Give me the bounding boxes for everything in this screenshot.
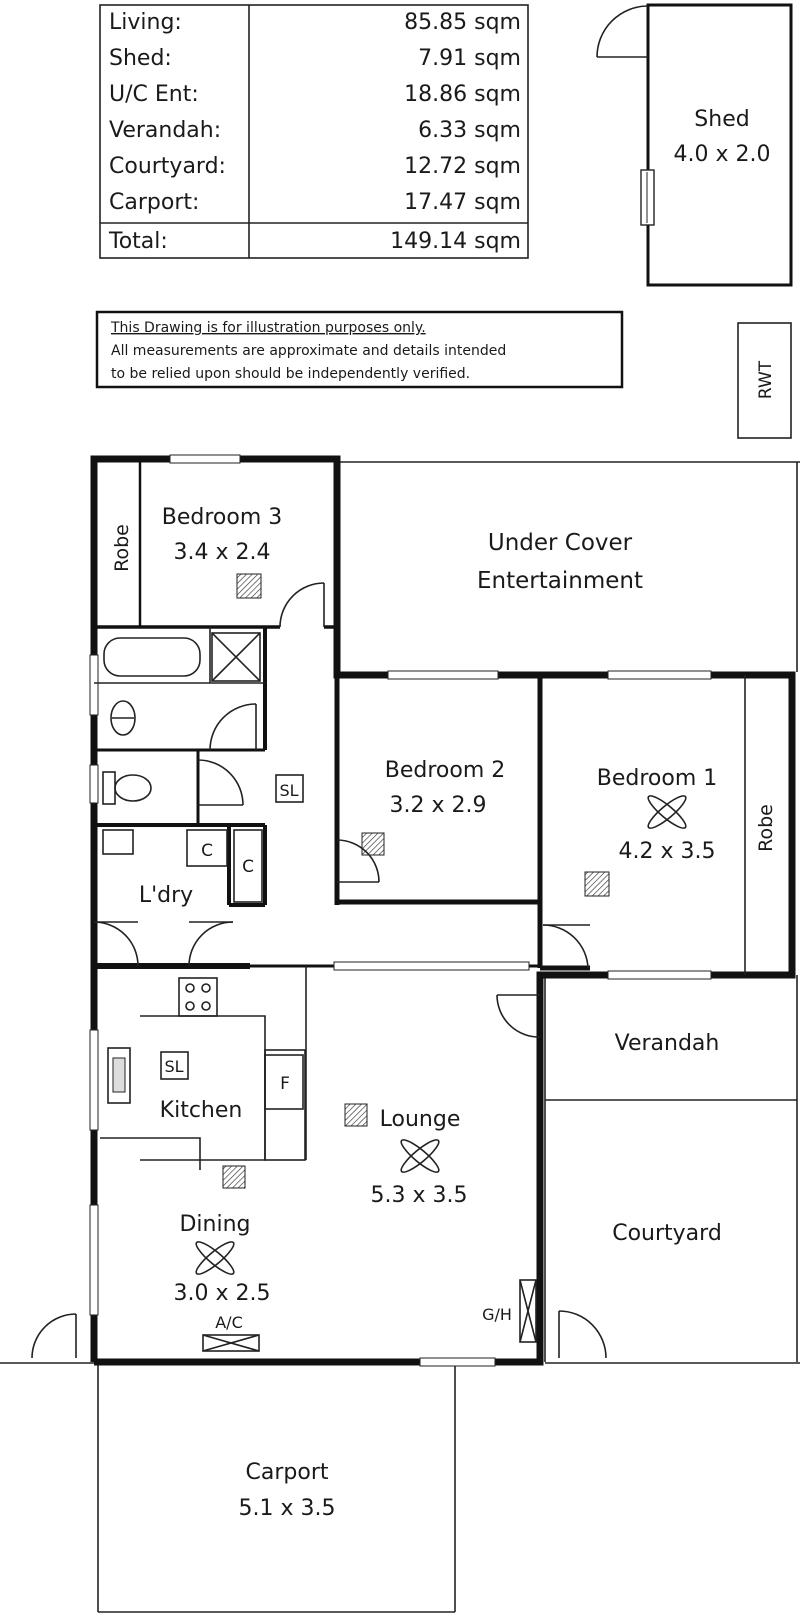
cupboard-2-label: C — [242, 857, 254, 877]
uce-label-1: Under Cover — [488, 530, 633, 556]
cupboard-1-label: C — [201, 841, 213, 861]
cupboard-2 — [233, 829, 263, 903]
cooktop — [178, 977, 218, 1017]
laundry-label: L'dry — [139, 883, 193, 908]
skylight-hall — [275, 774, 304, 803]
shed-size: 4.0 x 2.0 — [674, 142, 771, 167]
disclaimer-box: This Drawing is for illustration purpose… — [95, 310, 624, 389]
bedroom-1-size: 4.2 x 3.5 — [619, 839, 716, 864]
shower — [211, 632, 261, 682]
area-label-total: Total: — [108, 229, 168, 254]
area-value-carport: 17.47 sqm — [404, 190, 521, 215]
courtyard: Courtyard — [612, 1221, 722, 1246]
outdoor-outlines — [0, 461, 800, 1613]
skylight-kitchen — [160, 1051, 189, 1080]
area-table: Living: 85.85 sqm Shed: 7.91 sqm U/C Ent… — [99, 4, 529, 259]
ac-unit — [202, 1334, 260, 1352]
smoke-alarm-bed3 — [236, 573, 262, 599]
smoke-alarm-lounge — [344, 1103, 368, 1127]
rainwater-tank: RWT — [737, 322, 792, 439]
area-value-shed: 7.91 sqm — [418, 46, 521, 71]
bedroom-1: Robe Bedroom 1 4.2 x 3.5 — [542, 675, 777, 975]
bedroom-2-size: 3.2 x 2.9 — [390, 793, 487, 818]
dining-label: Dining — [179, 1212, 250, 1237]
bathtub — [103, 637, 201, 677]
basin — [110, 700, 136, 736]
shed-label: Shed — [694, 107, 749, 132]
gas-heater-label: G/H — [482, 1305, 512, 1324]
carport-label: Carport — [246, 1460, 329, 1485]
area-value-total: 149.14 sqm — [390, 229, 521, 254]
dining-size: 3.0 x 2.5 — [174, 1281, 271, 1306]
sink — [107, 1047, 131, 1104]
area-value-verandah: 6.33 sqm — [418, 118, 521, 143]
lounge: Lounge 5.3 x 3.5 G/H — [344, 994, 541, 1343]
carport: Carport 5.1 x 3.5 — [239, 1460, 336, 1521]
under-cover-entertainment: Under Cover Entertainment — [477, 530, 643, 594]
dining: Dining 3.0 x 2.5 A/C — [174, 1165, 271, 1352]
ac-label: A/C — [215, 1313, 243, 1332]
skylight-hall-label: SL — [279, 781, 298, 800]
smoke-alarm-bed1 — [584, 871, 610, 897]
area-label-shed: Shed: — [109, 46, 172, 71]
bedroom-3-label: Bedroom 3 — [162, 505, 283, 530]
area-value-courtyard: 12.72 sqm — [404, 154, 521, 179]
verandah-label: Verandah — [615, 1031, 720, 1056]
disclaimer-line-1: This Drawing is for illustration purpose… — [110, 320, 426, 336]
gas-heater — [519, 1279, 537, 1343]
toilet — [114, 774, 152, 802]
house-walls — [89, 454, 796, 1367]
ceiling-fan-dining — [195, 1241, 235, 1275]
smoke-alarm-dining — [222, 1165, 246, 1189]
verandah: Verandah — [615, 1031, 720, 1056]
fridge-label: F — [280, 1074, 290, 1094]
skylight-kitchen-label: SL — [164, 1057, 183, 1076]
area-label-carport: Carport: — [109, 190, 199, 215]
courtyard-label: Courtyard — [612, 1221, 722, 1246]
carport-size: 5.1 x 3.5 — [239, 1496, 336, 1521]
area-label-uce: U/C Ent: — [109, 82, 199, 107]
bathroom — [94, 627, 267, 827]
ceiling-fan-bed1 — [647, 795, 687, 829]
robe-1-label: Robe — [755, 804, 777, 852]
bedroom-3-size: 3.4 x 2.4 — [174, 540, 271, 565]
area-label-living: Living: — [109, 10, 182, 35]
fridge — [264, 1054, 304, 1110]
lounge-label: Lounge — [380, 1107, 461, 1132]
smoke-alarm-bed2 — [361, 832, 385, 856]
kitchen-label: Kitchen — [160, 1098, 243, 1123]
uce-label-2: Entertainment — [477, 568, 643, 594]
hallway: SL — [275, 774, 304, 803]
laundry-tub — [102, 829, 134, 855]
area-value-living: 85.85 sqm — [404, 10, 521, 35]
ceiling-fan-lounge — [400, 1139, 440, 1173]
area-label-courtyard: Courtyard: — [109, 154, 226, 179]
bedroom-1-label: Bedroom 1 — [597, 766, 718, 791]
bedroom-3: Robe Bedroom 3 3.4 x 2.4 — [94, 462, 337, 629]
kitchen: F SL Kitchen — [100, 966, 307, 1170]
rwt-label: RWT — [756, 360, 776, 399]
bedroom-2: Bedroom 2 3.2 x 2.9 — [336, 758, 506, 883]
disclaimer-line-2: All measurements are approximate and det… — [111, 343, 506, 359]
area-label-verandah: Verandah: — [109, 118, 221, 143]
disclaimer-line-3: to be relied upon should be independentl… — [111, 366, 470, 382]
area-value-uce: 18.86 sqm — [404, 82, 521, 107]
lounge-size: 5.3 x 3.5 — [371, 1183, 468, 1208]
shed: Shed 4.0 x 2.0 — [596, 3, 793, 287]
bedroom-2-label: Bedroom 2 — [385, 758, 506, 783]
laundry: C C L'dry — [93, 825, 267, 967]
cupboard-1 — [186, 829, 228, 867]
robe-3-label: Robe — [111, 524, 133, 572]
